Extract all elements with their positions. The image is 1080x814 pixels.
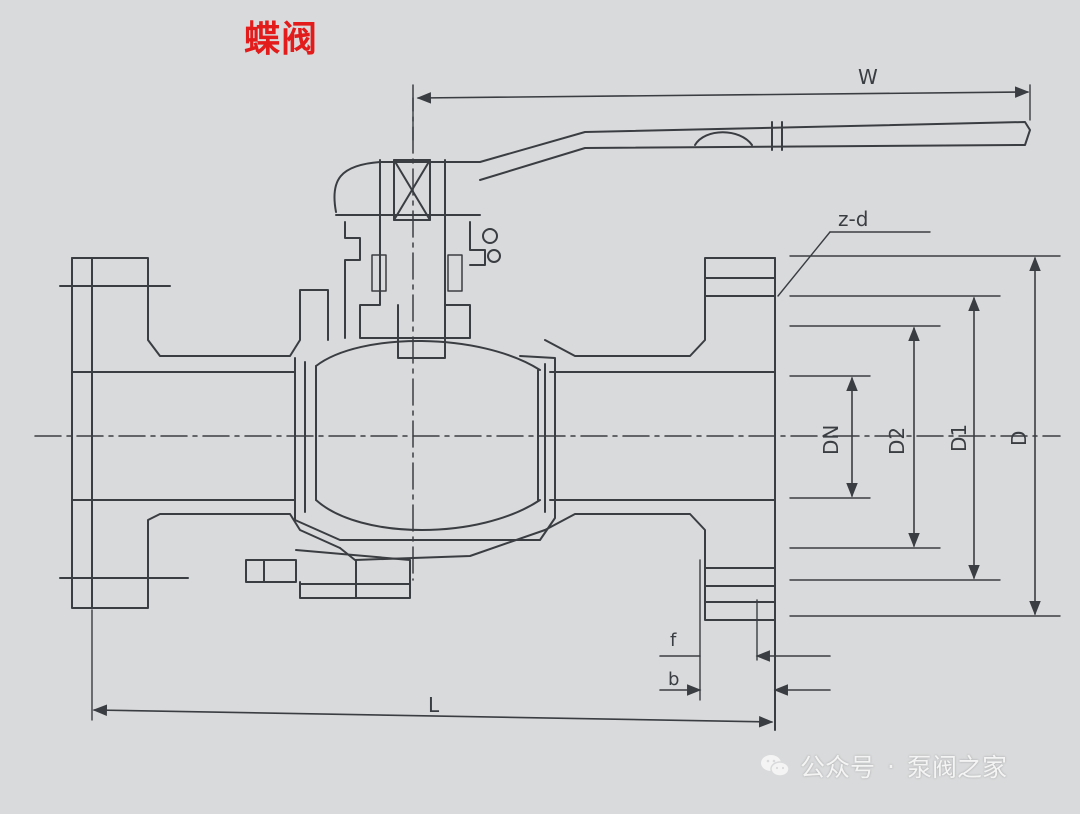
pipe-bore xyxy=(71,371,776,501)
label-l: L xyxy=(428,693,440,717)
wechat-icon xyxy=(761,755,790,777)
label-d2: D2 xyxy=(885,427,909,455)
label-f: f xyxy=(670,630,677,651)
label-zd: z-d xyxy=(838,207,868,231)
left-flange xyxy=(59,257,341,609)
watermark-prefix: 公众号 xyxy=(800,753,876,782)
watermark-separator: · xyxy=(887,751,895,781)
page-title: 蝶阀 xyxy=(244,18,319,60)
right-flange xyxy=(544,257,776,731)
drain-bolt xyxy=(245,549,411,599)
label-dn: DN xyxy=(819,425,843,455)
valve-body xyxy=(294,340,556,561)
label-d: D xyxy=(1007,431,1031,446)
watermark: 公众号 · 泵阀之家 xyxy=(760,748,1007,784)
label-w: W xyxy=(858,65,878,89)
label-b: b xyxy=(668,669,679,690)
label-d1: D1 xyxy=(947,424,971,452)
watermark-name: 泵阀之家 xyxy=(906,753,1007,782)
bonnet-stem xyxy=(335,159,501,359)
dimension-arrows xyxy=(92,86,1041,728)
center-lines xyxy=(34,84,1061,581)
extension-lines xyxy=(91,84,1061,721)
handle-lever xyxy=(333,121,1031,213)
